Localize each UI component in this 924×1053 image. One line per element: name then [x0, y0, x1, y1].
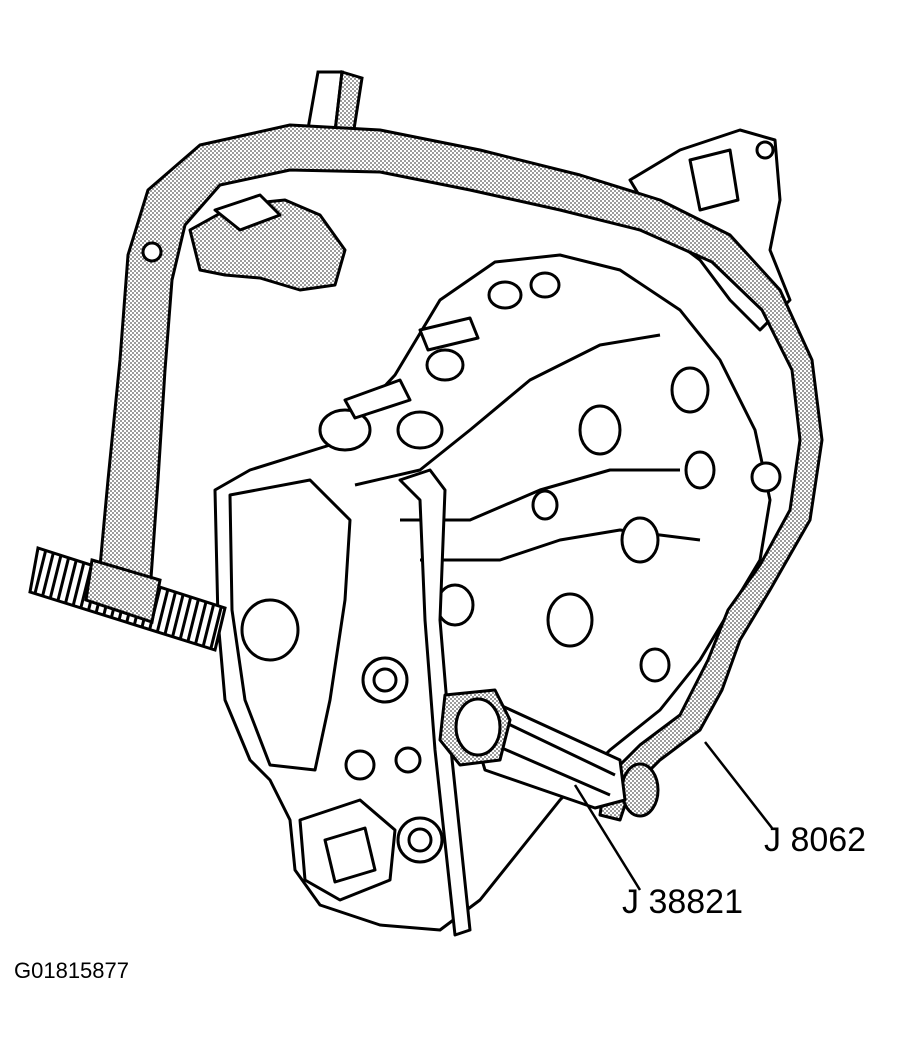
- callout-j38821: J 38821: [622, 883, 743, 921]
- figure-id: G01815877: [14, 958, 129, 983]
- callout-j8062: J 8062: [764, 821, 867, 859]
- compressor-frame: [96, 123, 824, 822]
- leader-lines: [573, 741, 773, 891]
- adapter-tool: [438, 688, 627, 810]
- threaded-screw: [28, 546, 227, 652]
